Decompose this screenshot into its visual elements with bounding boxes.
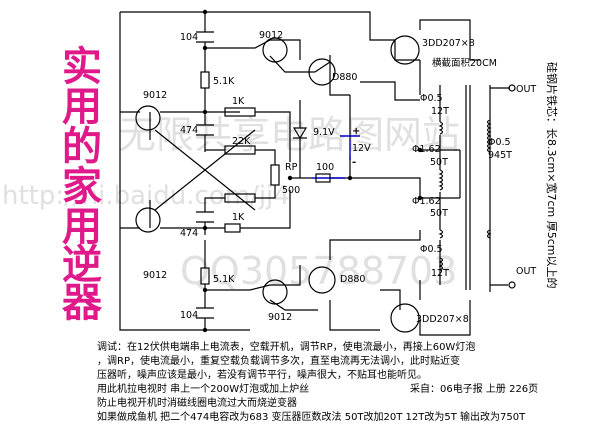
- transistor-d880-bottom: [308, 266, 336, 294]
- title-char-7: 器: [62, 280, 103, 326]
- resistor-5k1-top: [200, 71, 210, 89]
- label-w1-wire: Φ0.5: [420, 93, 443, 104]
- label-w4-turns: 12T: [431, 268, 449, 279]
- capacitor-104-bottom: [196, 307, 214, 319]
- label-r-100: 100: [316, 162, 334, 173]
- highlight-wires: [312, 135, 360, 179]
- transistor-d880-top: [308, 58, 336, 86]
- watermark-line-3: QQ305788703: [180, 249, 457, 293]
- label-w5-wire: Φ0.5: [488, 137, 511, 148]
- label-r-5k1-top: 5.1K: [213, 76, 235, 87]
- label-output-top: OUT: [516, 84, 536, 95]
- label-core-area: 横截面积20CM: [432, 57, 497, 69]
- label-rp: RP: [285, 162, 298, 173]
- label-3dd207-bottom: 3DD207×8: [416, 314, 469, 325]
- transistor-9012-left-top: [135, 105, 161, 131]
- zener-diode: [292, 127, 308, 140]
- label-d880-top: D880: [332, 72, 357, 83]
- title-char-3: 的: [62, 124, 102, 170]
- note-line-3: 压器听，噪声应该是最小，若没有调节平行，噪声很大，不贴耳也能听见。: [97, 370, 427, 381]
- label-q-9012-top: 9012: [259, 30, 283, 41]
- resistor-100: [315, 173, 331, 183]
- note-line-4: 用此机拉电视时 串上一个200W灯泡或加上炉丝: [97, 384, 310, 395]
- note-line-2: ，调RP，使电流最小，重复空载负载调节多次，直至电流再无法调小，此时贴近变: [97, 356, 460, 367]
- transformer-coils: [438, 119, 492, 271]
- label-minus: -: [352, 157, 356, 168]
- label-q-9012-left-top: 9012: [143, 90, 167, 101]
- label-q-9012-left-bottom: 9012: [143, 270, 167, 281]
- capacitor-474-top: [196, 124, 214, 136]
- label-w3-wire: Φ1.62: [412, 196, 441, 207]
- label-zener-9v1: 9.1V: [313, 127, 335, 138]
- output-terminal-bottom: [508, 281, 516, 289]
- label-output-bottom: OUT: [516, 266, 536, 277]
- title-char-2: 用: [62, 84, 102, 130]
- capacitor-104-top: [196, 31, 214, 43]
- label-r-22k-top: 22K: [232, 136, 251, 147]
- label-3dd207-top: 3DD207×8: [422, 38, 475, 49]
- transistors: [135, 35, 420, 333]
- resistor-1k-bottom: [224, 223, 241, 233]
- label-rp-value: 500: [282, 185, 300, 196]
- transistor-9012-left-bottom: [135, 207, 161, 233]
- note-line-6: 如果做成鱼机 把二个474电容改为683 变压器匝数改法 50T改加20T 12…: [97, 412, 526, 423]
- label-w5-turns: 945T: [488, 150, 512, 161]
- title-char-4: 家: [62, 164, 102, 210]
- label-w3-turns: 50T: [430, 208, 448, 219]
- note-line-5: 防止电视开机时消磁线圈电流过大而烧逆变器: [97, 398, 297, 409]
- watermark: 无限共享电路图网站 http://hi.baidu.com/jj4 QQ3057…: [2, 113, 460, 293]
- label-cap-474-bottom: 474: [180, 228, 198, 239]
- label-q-9012-bottom: 9012: [268, 312, 292, 323]
- label-w1-turns: 12T: [431, 106, 449, 117]
- resistors: [200, 71, 331, 285]
- transistor-9012-bottom: [262, 279, 288, 305]
- resistor-1k-top: [224, 107, 256, 117]
- label-plus: +: [352, 126, 360, 137]
- core-spec-note: 硅钢片铁芯：长8.3cm×宽7cm 厚5cm以上的: [545, 62, 559, 289]
- label-r-5k1-bottom: 5.1K: [213, 274, 235, 285]
- label-w2-wire: Φ1.62: [412, 144, 441, 155]
- circuit-wires: [119, 11, 510, 336]
- label-cap-474-top: 474: [180, 125, 198, 136]
- transistor-3dd207-top: [390, 35, 420, 65]
- junction-dots: [202, 9, 423, 333]
- transistor-9012-top: [262, 37, 288, 63]
- potentiometer-rp: [270, 164, 280, 186]
- capacitor-474-bottom: [196, 211, 214, 223]
- resistor-22k-top: [224, 145, 256, 155]
- output-terminal-top: [508, 84, 516, 92]
- watermark-line-2: http://hi.baidu.com/jj4: [2, 181, 290, 211]
- output-terminals: [508, 84, 516, 289]
- resistor-5k1-bottom: [200, 267, 210, 285]
- component-labels: 104 9012 D880 5.1K 9012 1K 474 22K RP 50…: [143, 30, 536, 325]
- label-d880-bottom: D880: [340, 274, 365, 285]
- note-source: 采自：06电子报 上册 226页: [410, 384, 539, 395]
- watermark-line-1: 无限共享电路图网站: [118, 113, 460, 157]
- title-char-1: 实: [62, 44, 102, 90]
- label-supply-12v: 12V: [352, 143, 371, 154]
- label-cap-104-top: 104: [180, 32, 198, 43]
- label-r-1k-bottom: 1K: [232, 212, 245, 223]
- page-title-vertical: 实 用 的 家 用 逆 器: [62, 44, 103, 326]
- label-r-1k-top: 1K: [232, 96, 245, 107]
- label-cap-104-bottom: 104: [180, 310, 198, 321]
- label-w2-turns: 50T: [430, 157, 448, 168]
- label-w4-wire: Φ0.5: [420, 244, 443, 255]
- title-char-5: 用: [62, 204, 102, 250]
- resistor-22k-bottom: [224, 193, 256, 203]
- transistor-3dd207-bottom: [390, 303, 420, 333]
- note-line-1: 调试：在12伏供电端串上电流表，空载开机，调节RP，使电流最小，再接上60W灯泡: [97, 342, 476, 353]
- title-char-6: 逆: [62, 242, 102, 288]
